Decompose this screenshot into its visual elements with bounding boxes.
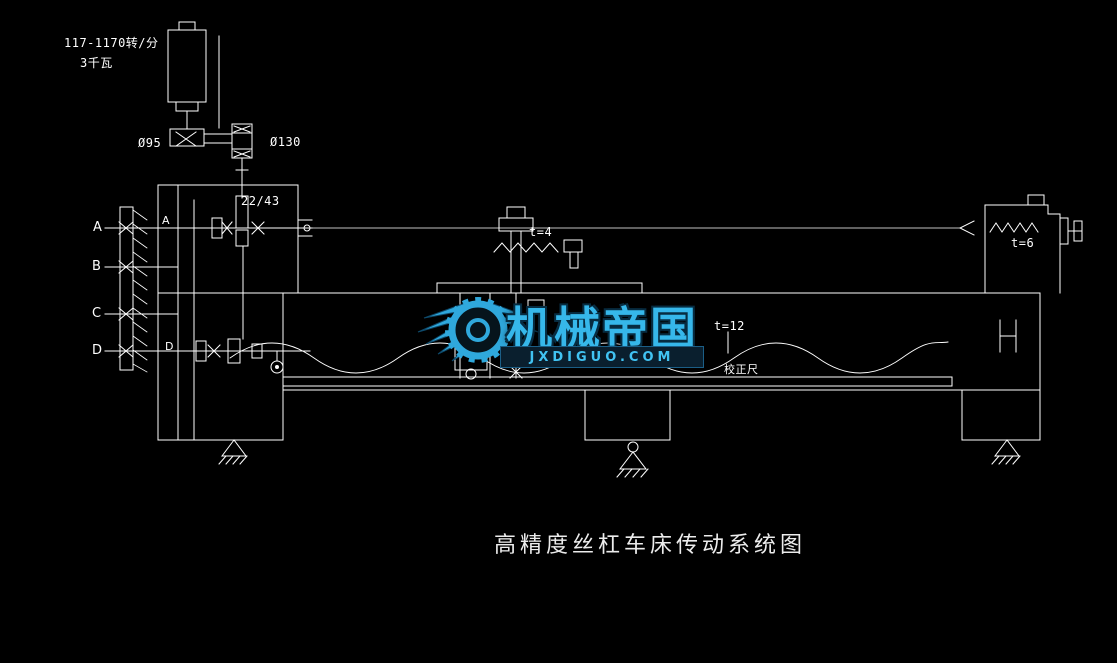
shaft-letter-d-inner: D xyxy=(165,340,174,353)
ground-symbol-right xyxy=(991,439,1021,465)
leadscrew-pitch-label: t=12 xyxy=(714,319,745,333)
belt-drive xyxy=(169,123,253,199)
watermark-gear-icon xyxy=(445,297,511,363)
shaft-letter-a: A xyxy=(93,220,103,235)
leadscrew-wave xyxy=(229,331,949,374)
tailstock xyxy=(958,194,1083,294)
motor-power-label: 3千瓦 xyxy=(80,56,113,70)
drawing-title: 高精度丝杠车床传动系统图 xyxy=(494,533,807,558)
shaft-letter-c: C xyxy=(92,306,102,321)
pulley-small-diameter-label: Ø95 xyxy=(138,136,162,150)
spindle-gear-train xyxy=(177,195,313,340)
shaft-letter-b: B xyxy=(92,259,102,274)
watermark-emblem xyxy=(417,297,539,363)
tailstock-screw-pitch-label: t=6 xyxy=(1011,236,1035,250)
feed-gear-shaft xyxy=(177,338,311,374)
correction-straightedge xyxy=(282,376,953,387)
watermark-site-banner: JXDIGUO.COM xyxy=(500,346,704,368)
bed-bracket xyxy=(999,319,1017,353)
correction-ruler-label: 校正尺 xyxy=(724,363,759,376)
tool-screw-pitch-label: t=4 xyxy=(529,225,553,239)
shaft-letter-a-inner: A xyxy=(162,214,171,227)
gear-ratio-label: 22/43 xyxy=(241,194,280,208)
watermark-site-text: JXDIGUO.COM xyxy=(529,349,675,365)
ground-symbol-middle xyxy=(616,441,649,478)
motor xyxy=(167,21,220,130)
motor-speed-label: 117-1170转/分 xyxy=(64,36,159,50)
pulley-large-diameter-label: Ø130 xyxy=(270,135,301,149)
headstock-column xyxy=(157,184,299,441)
hatched-wall xyxy=(119,206,148,373)
ground-symbol-left xyxy=(218,439,248,465)
input-shafts xyxy=(104,221,179,358)
shaft-letter-d: D xyxy=(92,343,103,358)
